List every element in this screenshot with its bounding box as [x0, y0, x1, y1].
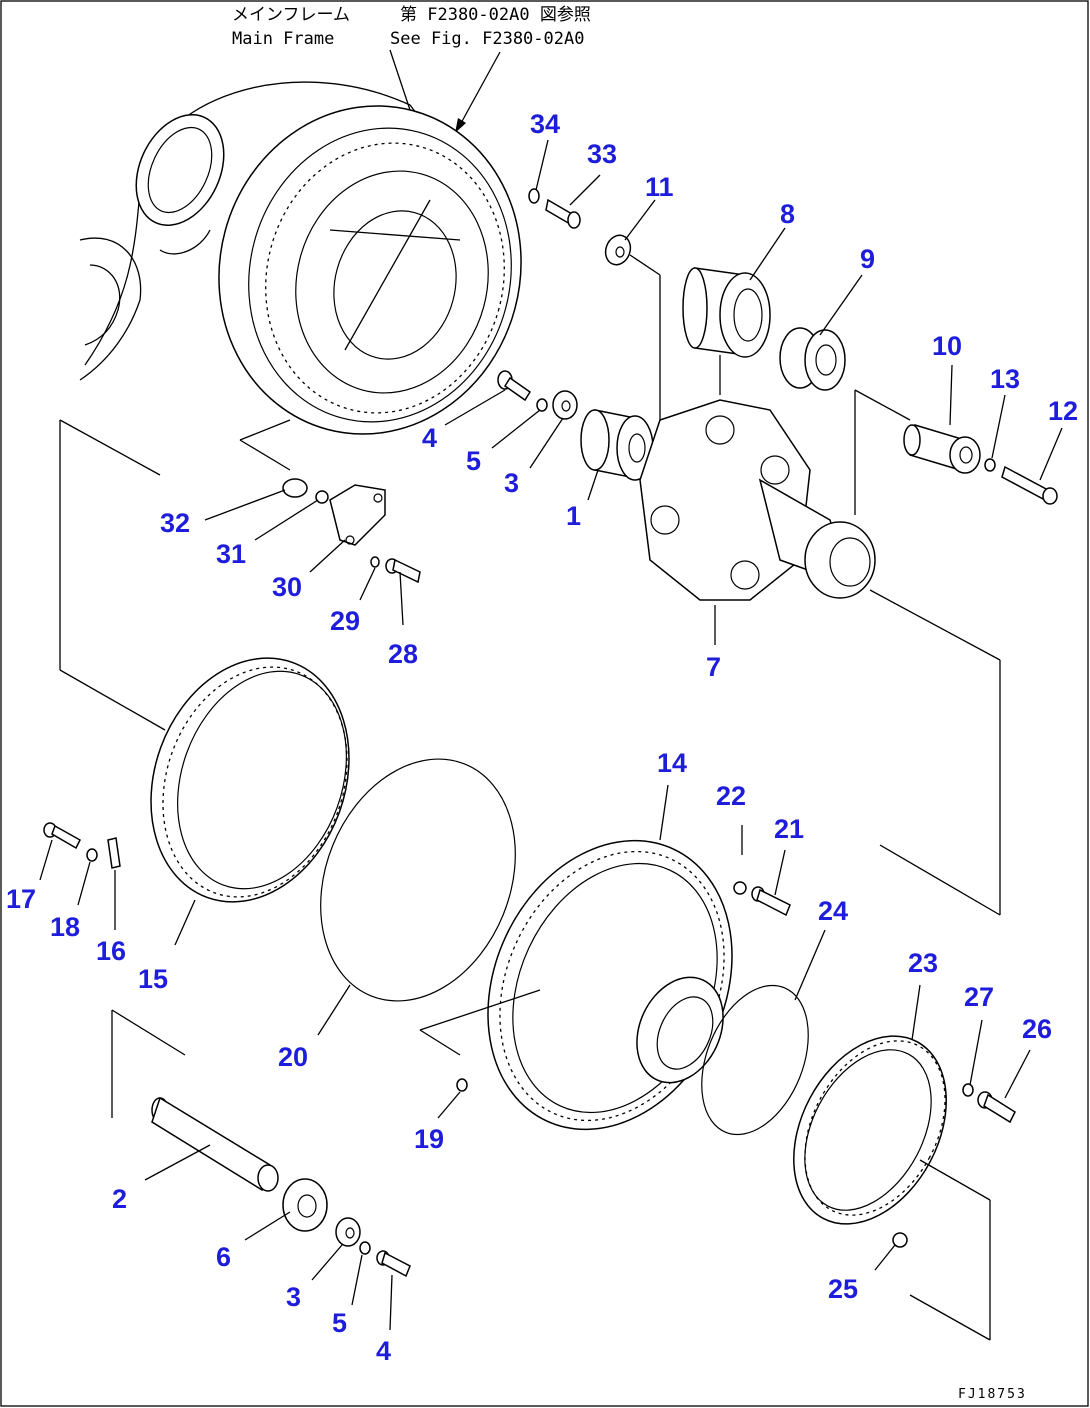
part-25-plug: [892, 1232, 908, 1248]
callout-17: 17: [6, 884, 36, 914]
callout-15: 15: [138, 964, 168, 994]
part-21-bolt: [751, 886, 791, 917]
callout-29: 29: [330, 606, 360, 636]
main-frame-outline: [79, 81, 421, 381]
callout-21: 21: [774, 814, 804, 844]
part-27-washer: [962, 1083, 974, 1097]
callout-32: 32: [160, 508, 190, 538]
part-7-carrier: [639, 399, 876, 601]
callout-22: 22: [716, 781, 746, 811]
part-8-gear: [682, 267, 771, 358]
part-28-bolt: [385, 558, 421, 584]
callout-28: 28: [388, 639, 418, 669]
note-see-fig-en: See Fig. F2380-02A0: [390, 29, 584, 49]
callout-20: 20: [278, 1042, 308, 1072]
part-12-bolt: [1001, 465, 1058, 505]
callout-33: 33: [587, 139, 617, 169]
callout-4-upper: 4: [422, 423, 437, 453]
part-16-lock: [107, 837, 121, 869]
callout-24: 24: [818, 896, 848, 926]
callout-12: 12: [1048, 396, 1078, 426]
callout-3-lower: 3: [286, 1282, 301, 1312]
part-13-washer: [984, 458, 996, 472]
part-18-washer: [86, 848, 98, 862]
part-4-bolt-lower: [376, 1250, 411, 1278]
part-34-washer: [528, 188, 540, 204]
part-2-shaft: [151, 1096, 279, 1192]
callout-4-lower: 4: [376, 1336, 391, 1366]
part-31-seal: [315, 490, 329, 504]
callout-18: 18: [50, 912, 80, 942]
callout-26: 26: [1022, 1014, 1052, 1044]
figure-code: FJ18753: [958, 1387, 1027, 1402]
callout-9: 9: [860, 244, 875, 274]
callout-11: 11: [645, 172, 674, 202]
callout-7: 7: [706, 652, 721, 682]
note-main-frame-jp: メインフレーム: [232, 5, 350, 25]
callout-6: 6: [216, 1242, 231, 1272]
note-see-fig-jp: 第 F2380-02A0 図参照: [400, 5, 591, 25]
part-30-bracket: [329, 484, 386, 546]
callout-25: 25: [828, 1274, 858, 1304]
flywheel-housing: [218, 105, 522, 471]
part-10-sleeve: [903, 424, 981, 474]
callout-16: 16: [96, 936, 126, 966]
part-20-o-ring: [320, 758, 516, 1002]
part-6-bearing: [282, 1178, 328, 1232]
part-22-washer: [733, 881, 747, 895]
callout-14: 14: [657, 748, 687, 778]
part-3-lockplate-lower: [335, 1217, 361, 1247]
part-1-gear: [580, 409, 654, 481]
callout-1: 1: [566, 501, 581, 531]
callout-19: 19: [414, 1124, 444, 1154]
part-19-pin: [456, 1078, 468, 1092]
part-24-o-ring: [701, 984, 809, 1136]
callout-10: 10: [932, 331, 962, 361]
callout-34: 34: [530, 109, 560, 139]
callout-30: 30: [272, 572, 302, 602]
part-14-cover: [487, 839, 733, 1131]
part-4-bolt-upper: [497, 370, 532, 402]
part-5-washer-lower: [359, 1241, 371, 1255]
callout-5-lower: 5: [332, 1308, 347, 1338]
callout-27: 27: [964, 982, 994, 1012]
callout-labels: 34 33 11 8 9 10 13 12 4 5 3 1 7 32 31 30…: [6, 109, 1078, 1366]
part-9-bearing: [779, 327, 846, 391]
callout-2: 2: [112, 1184, 127, 1214]
callout-31: 31: [216, 539, 246, 569]
callout-8: 8: [780, 199, 795, 229]
part-29-washer: [370, 556, 380, 568]
part-17-bolt: [43, 822, 81, 850]
leader-lines: [39, 139, 1063, 1331]
callout-5-upper: 5: [466, 446, 481, 476]
callout-3-upper: 3: [504, 468, 519, 498]
part-15-ring-gear: [150, 657, 350, 903]
callout-13: 13: [990, 364, 1020, 394]
part-11-washer: [604, 234, 632, 266]
callout-23: 23: [908, 948, 938, 978]
note-main-frame-en: Main Frame: [232, 29, 334, 49]
part-3-lockplate-upper: [552, 390, 578, 420]
part-26-bolt: [977, 1091, 1016, 1124]
part-23-end-cover: [793, 1035, 947, 1225]
part-33-bolt: [545, 198, 581, 229]
part-32-plug: [282, 478, 308, 498]
part-5-washer-upper: [536, 398, 548, 412]
